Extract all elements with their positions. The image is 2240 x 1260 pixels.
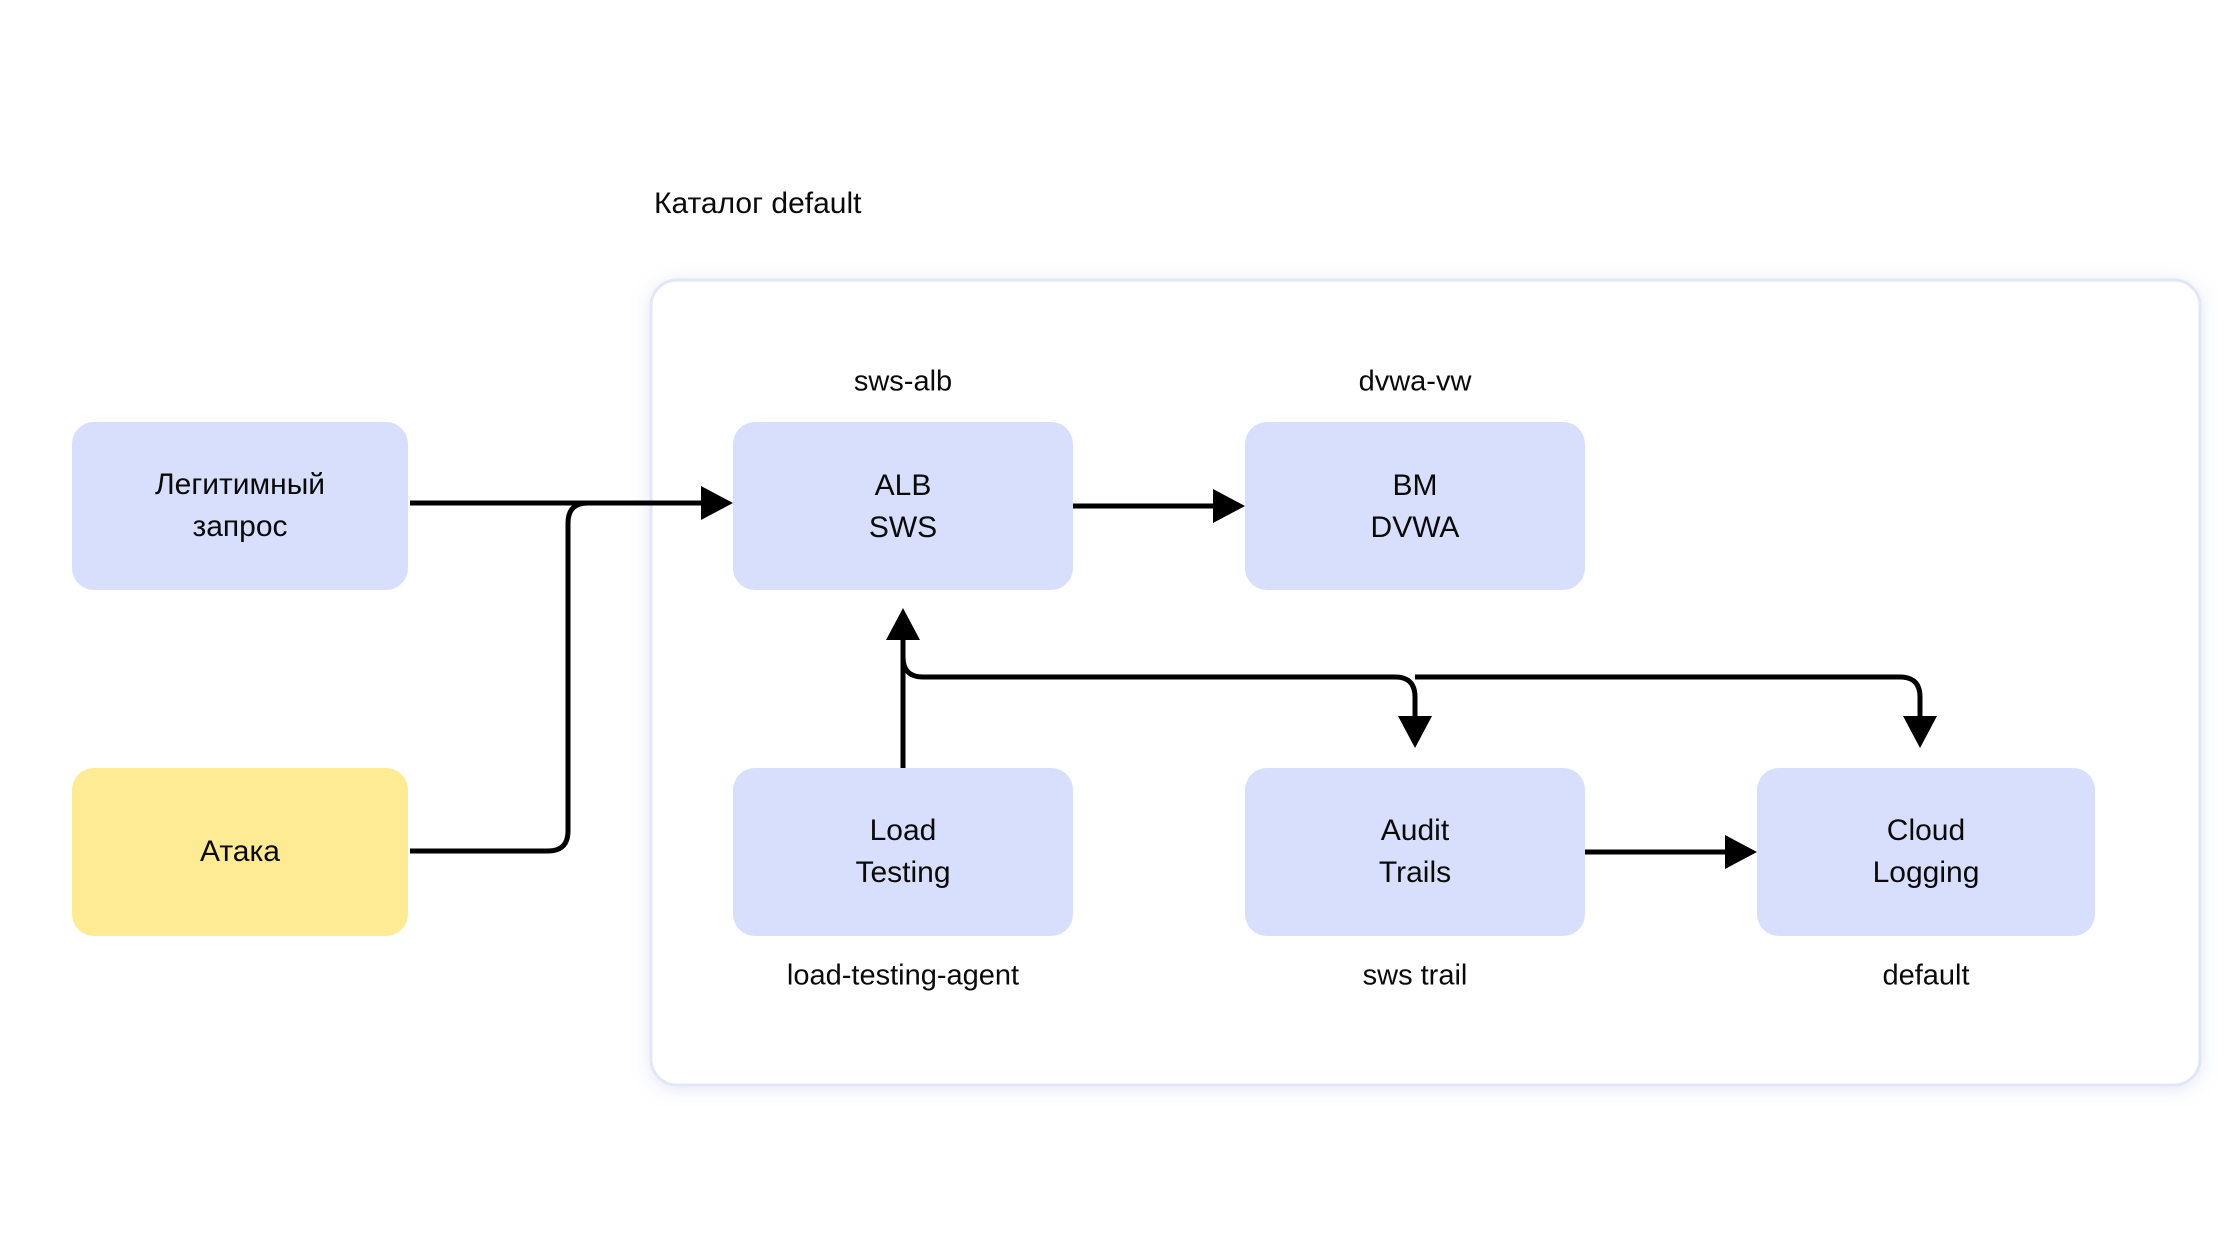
node-audit-trails-box[interactable] (1245, 768, 1585, 936)
node-cloud-logging-caption: default (1882, 960, 1969, 992)
edge-alb-feedback-to-cloud-logging (1415, 674, 1923, 718)
node-bm-dvwa-label-line1: BM (1393, 469, 1438, 502)
node-load-testing-caption: load-testing-agent (787, 960, 1019, 992)
node-alb-sws-caption: sws-alb (854, 366, 952, 398)
node-legit-request-label-line1: Легитимный (155, 468, 325, 501)
node-legit-request-box[interactable] (72, 422, 408, 590)
node-cloud-logging-label-line2: Logging (1873, 856, 1980, 889)
node-attack-box[interactable] (72, 768, 408, 936)
node-legit-request[interactable]: Легитимный запрос (72, 422, 408, 590)
node-bm-dvwa[interactable]: BM DVWA (1245, 422, 1585, 590)
node-alb-sws-label-line1: ALB (875, 469, 932, 502)
edge-attack-to-alb (410, 500, 708, 854)
node-load-testing[interactable]: Load Testing (733, 768, 1073, 936)
node-bm-dvwa-box[interactable] (1245, 422, 1585, 590)
node-cloud-logging-box[interactable] (1757, 768, 2095, 936)
node-attack[interactable]: Атака (72, 768, 408, 936)
node-legit-request-label-line2: запрос (192, 510, 287, 543)
edge-alb-feedback-bus (900, 656, 1418, 718)
node-bm-dvwa-label-line2: DVWA (1371, 511, 1460, 544)
node-cloud-logging[interactable]: Cloud Logging (1757, 768, 2095, 936)
node-attack-label: Атака (200, 835, 280, 868)
node-alb-sws[interactable]: ALB SWS (733, 422, 1073, 590)
arrowhead-into-cloud-logging-top (1903, 716, 1937, 748)
node-audit-trails-caption: sws trail (1363, 960, 1468, 992)
node-load-testing-box[interactable] (733, 768, 1073, 936)
node-alb-sws-label-line2: SWS (869, 511, 937, 544)
node-cloud-logging-label-line1: Cloud (1887, 814, 1965, 847)
node-audit-trails-label-line1: Audit (1381, 814, 1450, 847)
node-load-testing-label-line2: Testing (855, 856, 950, 889)
node-audit-trails[interactable]: Audit Trails (1245, 768, 1585, 936)
arrowhead-into-alb-bottom (886, 608, 920, 640)
arrowhead-into-alb (701, 486, 733, 520)
node-load-testing-label-line1: Load (870, 814, 937, 847)
catalog-panel-title: Каталог default (654, 187, 862, 220)
arrowhead-into-audit-trails (1398, 716, 1432, 748)
arrowhead-into-cloud-logging-left (1725, 835, 1757, 869)
node-alb-sws-box[interactable] (733, 422, 1073, 590)
arrowhead-into-dvwa (1213, 489, 1245, 523)
node-audit-trails-label-line2: Trails (1379, 856, 1451, 889)
node-bm-dvwa-caption: dvwa-vw (1359, 366, 1473, 398)
